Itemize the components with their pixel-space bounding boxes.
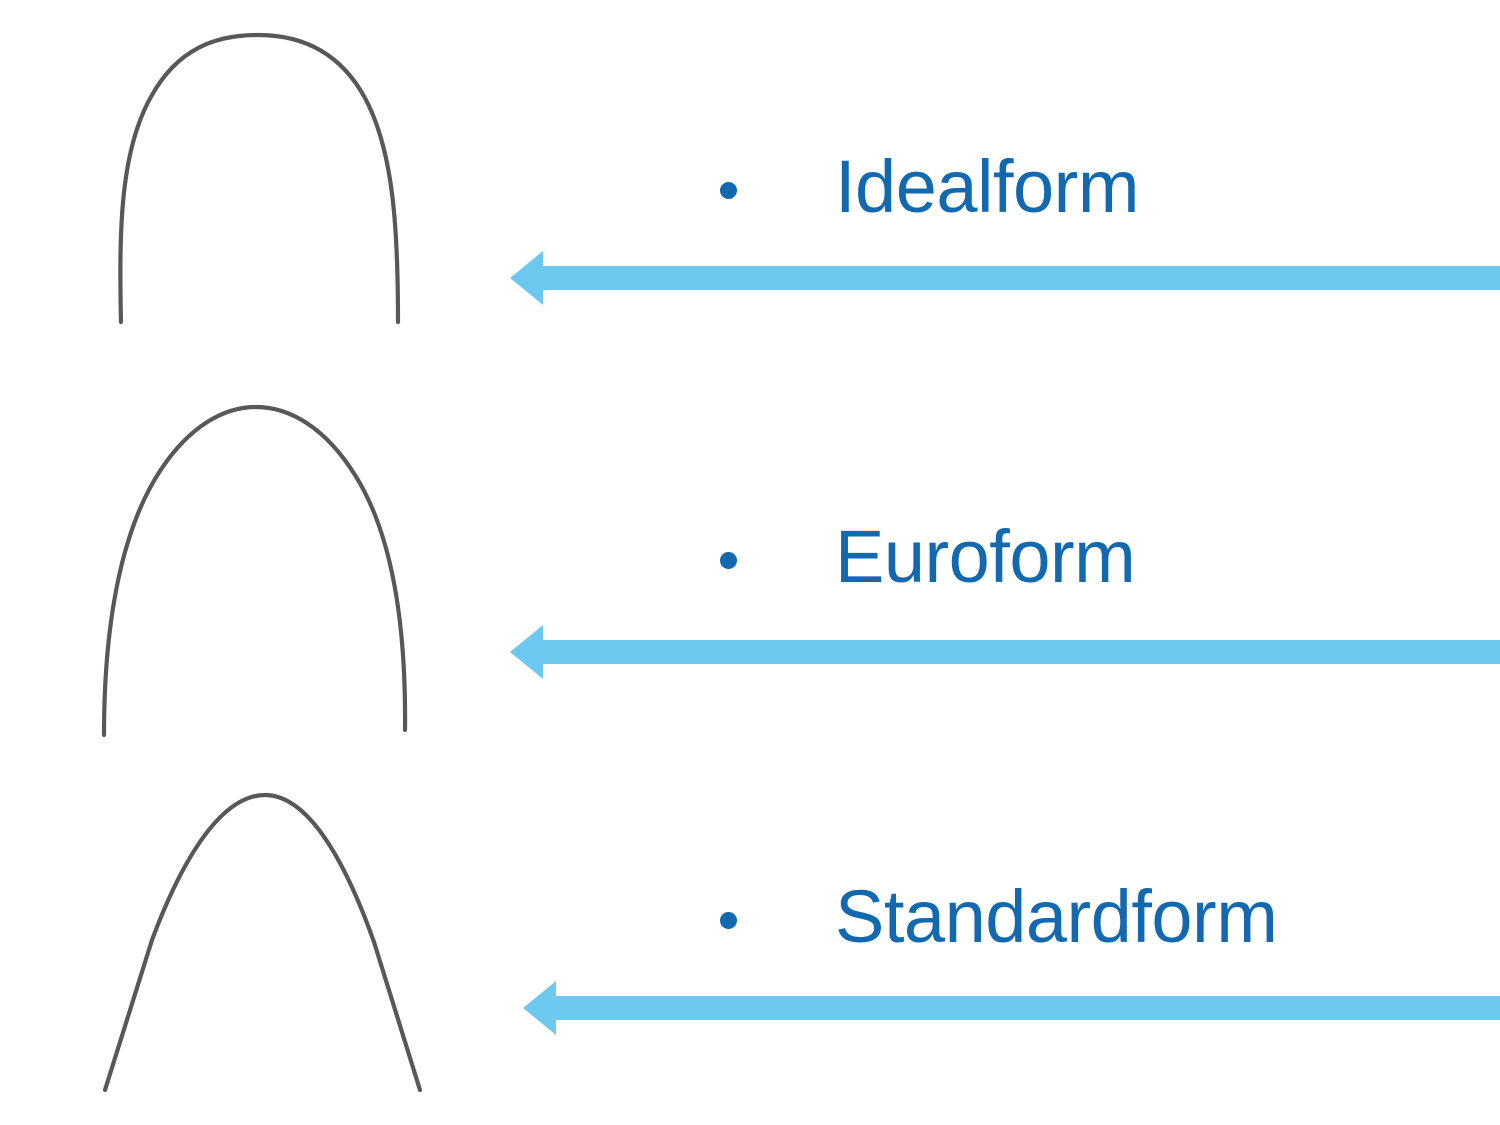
bullet-dot-icon	[720, 181, 737, 199]
archwire-figure-euroform	[0, 385, 500, 760]
archwire-path-standardform	[102, 792, 423, 1093]
arrow-shape	[523, 981, 1500, 1035]
list-item-euroform[interactable]: Euroform	[720, 512, 1136, 602]
left-arrow-idealform	[505, 243, 1500, 313]
list-item-label: Standardform	[835, 875, 1278, 958]
list-item-label: Euroform	[835, 515, 1136, 598]
left-arrow-standardform	[505, 973, 1500, 1043]
list-item-idealform[interactable]: Idealform	[720, 142, 1139, 232]
archwire-figure-standardform	[0, 770, 500, 1125]
left-arrow-euroform	[505, 617, 1500, 687]
list-item-label: Idealform	[835, 145, 1139, 228]
bullet-dot-icon	[720, 911, 737, 929]
archwire-path-euroform	[101, 404, 408, 738]
archwire-path-idealform	[118, 32, 401, 325]
arrow-shape	[510, 251, 1500, 305]
archwire-figure-idealform	[0, 0, 500, 375]
bullet-dot-icon	[720, 551, 737, 569]
list-item-standardform[interactable]: Standardform	[720, 872, 1278, 962]
arrow-shape	[510, 625, 1500, 679]
